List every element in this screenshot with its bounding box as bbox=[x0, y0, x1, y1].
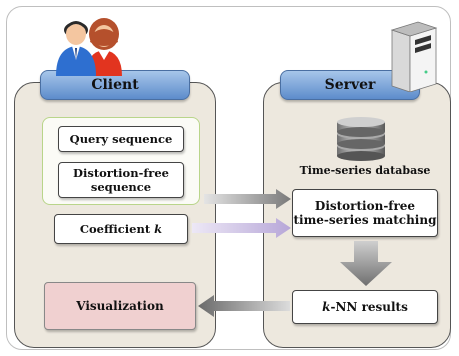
arrow-knn-to-visualization bbox=[198, 295, 290, 317]
query-sequence-box: Query sequence bbox=[58, 126, 184, 152]
database-icon bbox=[337, 117, 385, 161]
time-series-database-label: Time-series database bbox=[299, 164, 431, 177]
distortion-free-matching-box: Distortion-free time-series matching bbox=[292, 189, 438, 237]
arrow-coefficient-to-matching bbox=[192, 218, 291, 238]
server-icon bbox=[390, 21, 438, 92]
arrow-sequences-to-matching bbox=[204, 189, 291, 209]
knn-results-label: k-NN results bbox=[322, 300, 408, 314]
coefficient-variable: k bbox=[154, 222, 163, 236]
coefficient-k-box: Coefficient k bbox=[54, 214, 188, 244]
arrow-matching-to-knn bbox=[340, 241, 392, 286]
visualization-label: Visualization bbox=[76, 299, 164, 313]
distortion-free-sequence-label: Distortion-free sequence bbox=[73, 166, 169, 194]
distortion-free-matching-label: Distortion-free time-series matching bbox=[293, 199, 437, 227]
visualization-box: Visualization bbox=[44, 282, 196, 330]
distortion-free-sequence-box: Distortion-free sequence bbox=[58, 162, 184, 198]
knn-results-box: k-NN results bbox=[292, 290, 438, 324]
users-icon bbox=[56, 18, 122, 76]
coefficient-label: Coefficient bbox=[79, 222, 151, 236]
query-sequence-label: Query sequence bbox=[69, 132, 173, 146]
